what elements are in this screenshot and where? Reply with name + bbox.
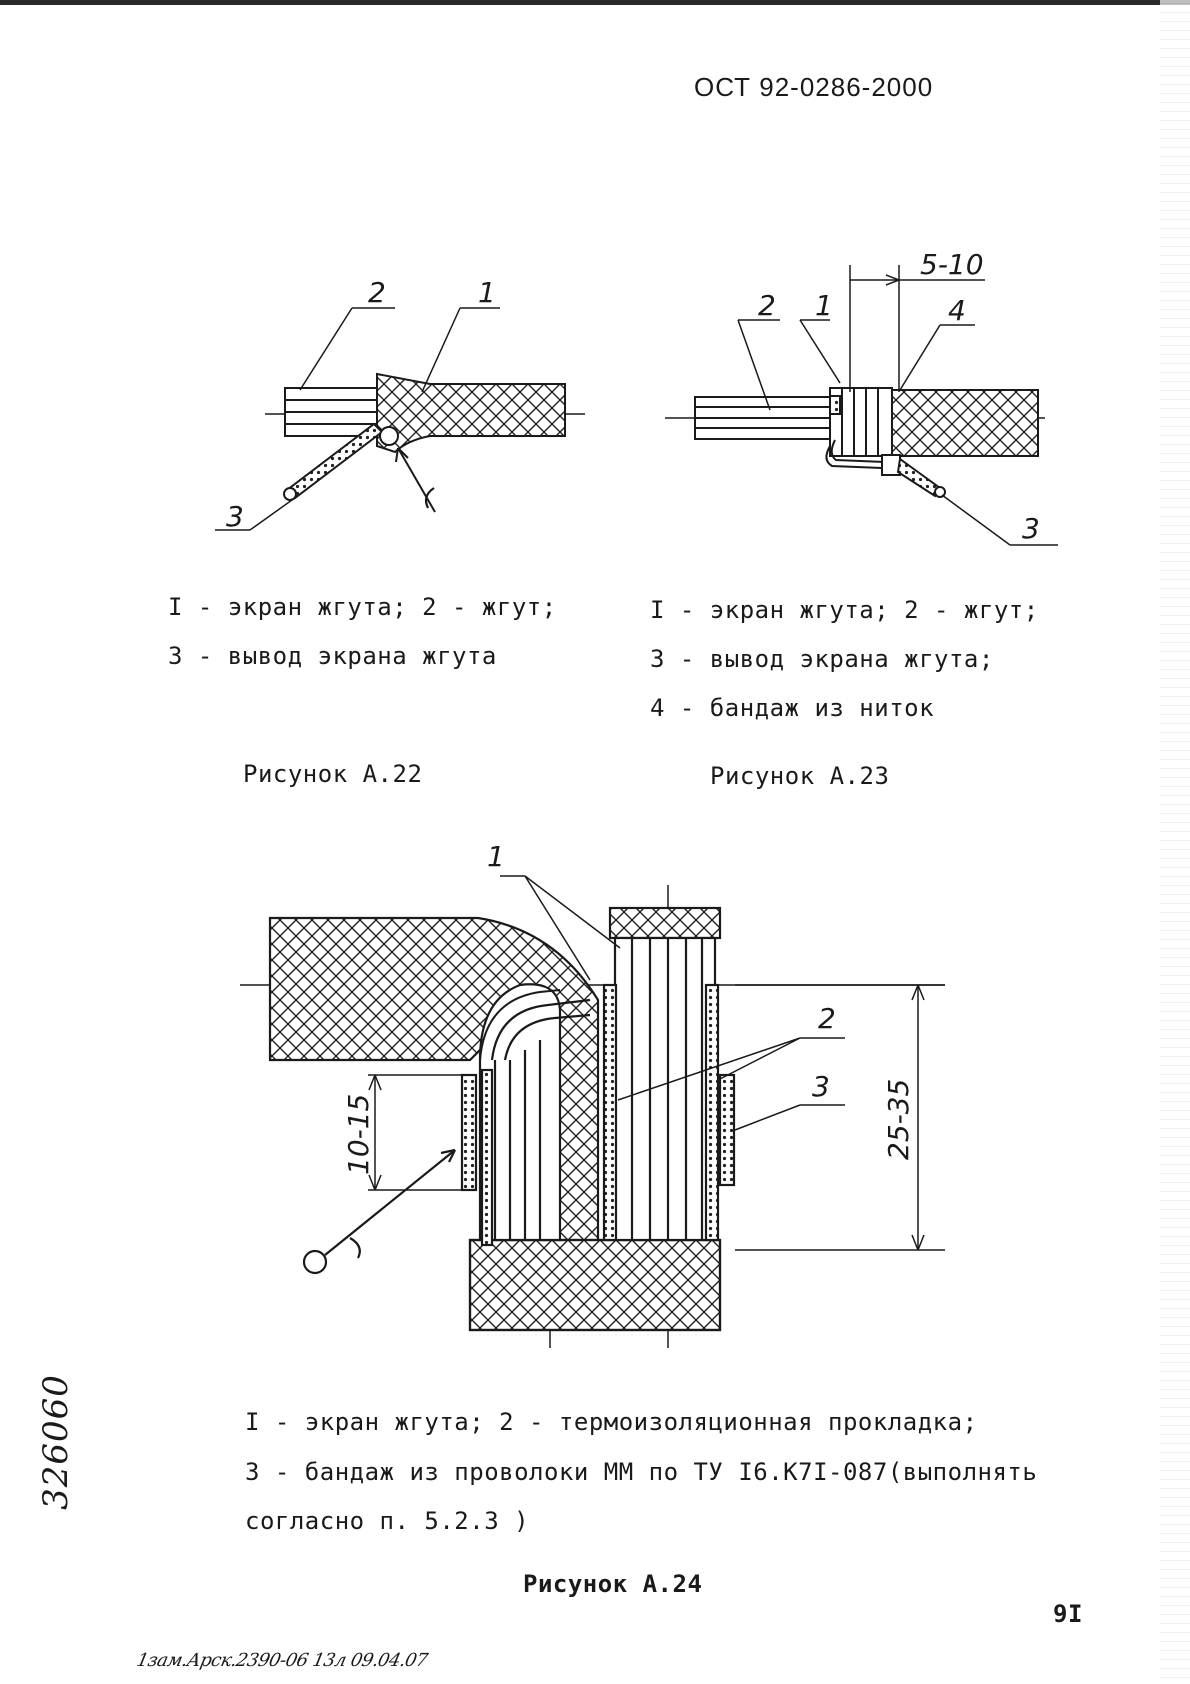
a23-callout-3: 3 [1022, 512, 1040, 545]
a24-vertical-screen-top [608, 906, 722, 940]
a23-callout-4: 4 [948, 294, 966, 327]
a23-legend-line-2: 3 - вывод экрана жгута; [650, 645, 994, 673]
a23-legend-line-1: I - экран жгута; 2 - жгут; [650, 596, 1039, 624]
a22-caption: Рисунок А.22 [243, 760, 423, 788]
a23-dimension-label: 5-10 [920, 248, 984, 281]
a24-callout-2: 2 [818, 1002, 836, 1035]
figure-a23-drawing [665, 265, 1058, 546]
a22-callout-1: 1 [478, 276, 496, 309]
a24-legend-line-1: I - экран жгута; 2 - термоизоляционная п… [245, 1408, 978, 1436]
a22-legend-line-2: 3 - вывод экрана жгута [168, 642, 497, 670]
a22-joint [379, 426, 399, 446]
a22-callout-3: 3 [226, 500, 244, 533]
margin-inventory-number: 326060 [35, 1374, 76, 1510]
a23-legend-line-3: 4 - бандаж из ниток [650, 694, 935, 722]
a24-wire-bandage-right [718, 1073, 736, 1187]
a24-dimension-left: 10-15 [342, 1094, 375, 1175]
document-code: ОСТ 92-0286-2000 [694, 72, 934, 102]
a23-screen-lead [896, 457, 942, 498]
a24-callout-1: 1 [487, 840, 505, 873]
a24-wire-bandage-left [460, 1073, 478, 1192]
a24-vertical-bundle [613, 936, 717, 1242]
a24-legend-line-2: 3 - бандаж из проволоки ММ по ТУ I6.К7I-… [245, 1458, 1038, 1486]
a22-legend-line-1: I - экран жгута; 2 - жгут; [168, 593, 557, 621]
a23-callout-2: 2 [758, 289, 776, 322]
a24-insulation-pad-right [704, 983, 720, 1242]
a24-caption: Рисунок А.24 [523, 1570, 703, 1598]
a24-dimension-right: 25-35 [882, 1079, 915, 1160]
figure-a22-drawing [215, 307, 585, 531]
a24-insulation-pad-left [602, 983, 618, 1242]
handwritten-change-note: 1зам.Арск.2390-06 13л 09.04.07 [134, 1650, 430, 1671]
a23-callout-1: 1 [815, 289, 833, 322]
a24-insulation-pad-outer [480, 1068, 494, 1247]
a22-harness-screen [376, 372, 566, 454]
scan-edge-noise [1160, 0, 1190, 1684]
a24-weld-symbol [302, 1249, 328, 1275]
a24-legend-line-3: согласно п. 5.2.3 ) [245, 1507, 530, 1535]
page-number: 9I [1053, 1600, 1083, 1628]
a24-callout-3: 3 [812, 1070, 830, 1103]
a23-caption: Рисунок А.23 [710, 762, 890, 790]
page-top-border [0, 0, 1190, 5]
a22-callout-2: 2 [368, 276, 386, 309]
a24-bottom-screen [468, 1238, 722, 1332]
figure-a24-drawing [240, 875, 945, 1348]
